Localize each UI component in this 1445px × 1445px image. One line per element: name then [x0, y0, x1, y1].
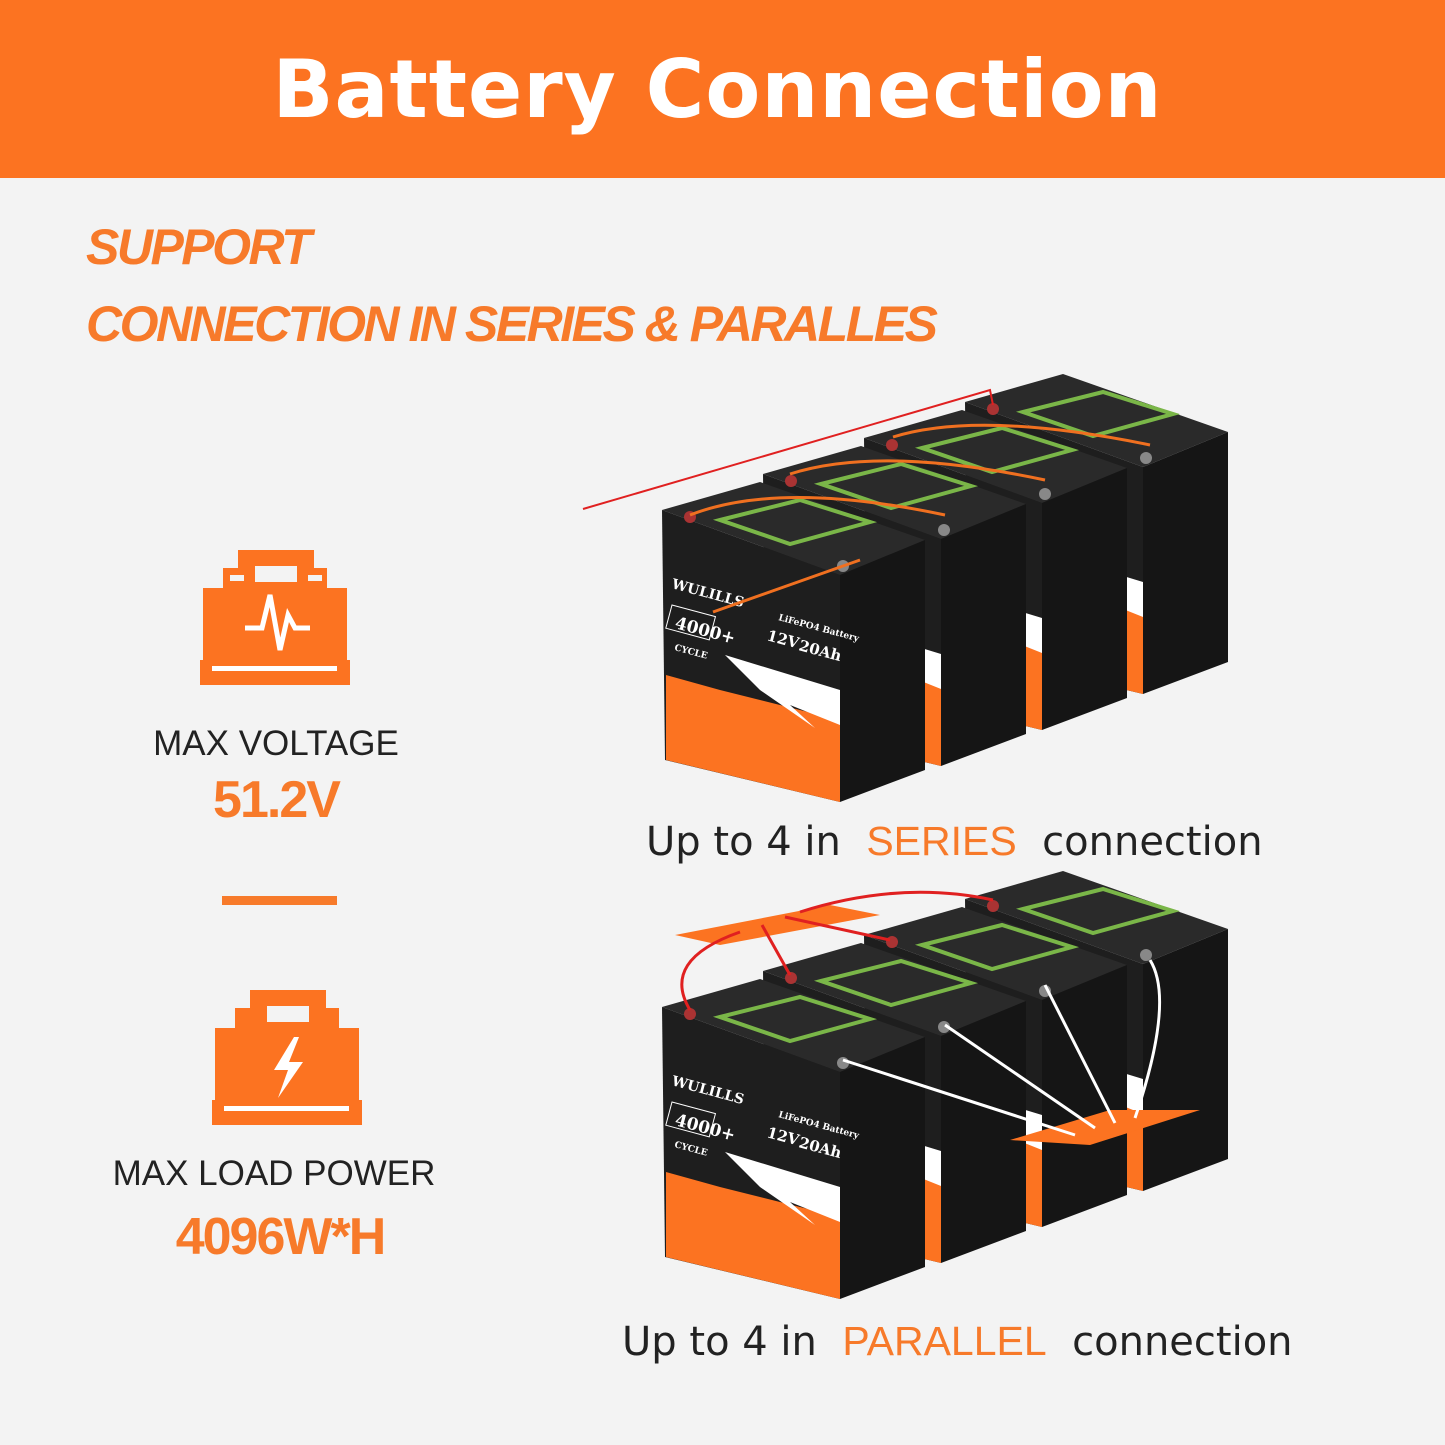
terminal-positive	[1039, 488, 1051, 500]
terminal-positive	[1140, 452, 1152, 464]
handle	[1015, 389, 1181, 439]
battery-side	[1042, 965, 1127, 1227]
battery-top	[763, 943, 1026, 1036]
parallel-wire-white	[842, 959, 1162, 1137]
terminal-negative	[684, 1008, 696, 1020]
headline-line-1: SUPPORT	[86, 219, 312, 275]
battery-top	[864, 410, 1127, 503]
battery-orange-band	[666, 675, 840, 802]
handle	[813, 461, 979, 511]
terminal-negative	[886, 439, 898, 451]
parallel-highlight: PARALLEL	[842, 1318, 1047, 1364]
handle	[914, 425, 1080, 475]
series-wire-red	[582, 388, 994, 510]
series-wire-orange	[689, 423, 1151, 614]
battery-side	[1042, 468, 1127, 730]
battery-side	[941, 1001, 1026, 1263]
battery-top	[864, 907, 1127, 1000]
max-load-power-label: MAX LOAD POWER	[112, 1154, 436, 1193]
terminal-negative	[785, 475, 797, 487]
handle	[813, 958, 979, 1008]
bolt-graphic	[725, 1152, 840, 1225]
bus-bar-negative	[675, 905, 880, 945]
cycle-box	[665, 604, 717, 641]
terminal-negative	[987, 900, 999, 912]
divider	[222, 896, 337, 905]
battery-side	[1143, 929, 1228, 1191]
battery-side	[840, 540, 925, 802]
battery-top	[763, 446, 1026, 539]
battery-side	[840, 1037, 925, 1299]
battery-bolt-icon	[212, 990, 362, 1125]
terminal-positive	[837, 1057, 849, 1069]
parallel-wire-red	[680, 890, 994, 1011]
terminal-negative	[785, 972, 797, 984]
page-title: Battery Connection	[272, 42, 1163, 136]
handle	[712, 994, 878, 1044]
parallel-caption-suffix: connection	[1059, 1319, 1293, 1365]
headline-line-2: CONNECTION IN SERIES & PARALLES	[86, 296, 938, 352]
max-voltage-label: MAX VOLTAGE	[153, 724, 399, 763]
battery-pulse-icon	[200, 550, 350, 685]
cycle-box	[665, 1101, 717, 1138]
terminal-positive	[938, 1021, 950, 1033]
battery-side	[941, 504, 1026, 766]
battery-top	[965, 374, 1228, 467]
series-caption-suffix: connection	[1029, 819, 1263, 865]
max-voltage-value: 51.2V	[213, 771, 341, 829]
terminal-negative	[987, 403, 999, 415]
terminal-positive	[1140, 949, 1152, 961]
battery-orange-band	[666, 1172, 840, 1299]
handle	[712, 497, 878, 547]
terminal-negative	[886, 936, 898, 948]
battery-top	[662, 979, 925, 1072]
handle	[1015, 886, 1181, 936]
terminal-positive	[938, 524, 950, 536]
parallel-caption: Up to 4 in PARALLEL connection	[622, 1318, 1293, 1365]
battery-side	[1143, 432, 1228, 694]
bolt-graphic	[725, 655, 840, 728]
handle	[914, 922, 1080, 972]
title-banner: Battery Connection	[0, 0, 1445, 178]
battery-top	[965, 871, 1228, 964]
series-highlight: SERIES	[866, 818, 1017, 864]
series-caption-prefix: Up to 4 in	[646, 819, 854, 865]
series-caption: Up to 4 in SERIES connection	[646, 818, 1263, 865]
bus-bar-positive	[1010, 1110, 1200, 1145]
max-load-power-value: 4096W*H	[175, 1208, 387, 1266]
parallel-caption-prefix: Up to 4 in	[622, 1319, 830, 1365]
